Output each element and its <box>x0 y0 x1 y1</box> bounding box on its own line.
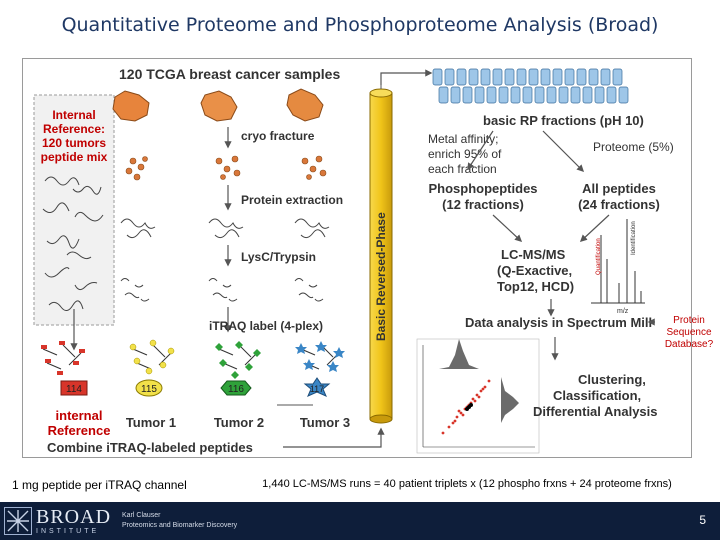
caption-right: 1,440 LC-MS/MS runs = 40 patient triplet… <box>262 478 672 490</box>
phosphopeptides-line1: Phosphopeptides <box>428 181 537 196</box>
tumor-samples-row <box>112 88 324 122</box>
ms-spectrum <box>591 219 645 304</box>
metal-affinity-line1: Metal affinity; <box>428 132 498 146</box>
presenter-name: Karl Clauser <box>122 512 161 519</box>
basic-rp-column <box>369 88 393 424</box>
peptide-pieces <box>120 278 324 302</box>
tumor2-label: Tumor 2 <box>214 415 264 430</box>
broad-logo-icon <box>4 507 32 535</box>
step-itraq-label: iTRAQ label (4-plex) <box>209 319 323 333</box>
logo-subtitle: INSTITUTE <box>36 528 100 535</box>
tag-116-shape <box>220 380 252 396</box>
lcmsms-line2: (Q-Exactive, <box>497 263 572 278</box>
workflow-diagram: 120 TCGA breast cancer samples Internal … <box>22 58 692 458</box>
tumor3-label: Tumor 3 <box>300 415 350 430</box>
analysis-plot <box>416 338 540 454</box>
tag-115: 115 <box>141 384 157 395</box>
caption-left: 1 mg peptide per iTRAQ channel <box>12 478 187 492</box>
fraction-tubes <box>432 68 629 104</box>
internal-reference-label-line1: internal <box>56 408 103 423</box>
internal-reference-label-line2: Reference <box>48 423 111 438</box>
all-peptides-line2: (24 fractions) <box>578 197 660 212</box>
fractured-pieces <box>125 155 327 181</box>
basic-rp-fractions: basic RP fractions (pH 10) <box>483 113 644 128</box>
metal-affinity-line3: each fraction <box>428 162 497 176</box>
lcmsms-line1: LC-MS/MS <box>501 247 566 262</box>
data-analysis-label: Data analysis in Spectrum Mill <box>465 315 652 330</box>
page-number: 5 <box>699 513 706 527</box>
internal-ref-line4: peptide mix <box>41 150 108 164</box>
peptide-mix-squiggles <box>42 176 104 311</box>
protein-squiggles <box>120 218 330 239</box>
clustering-line3: Differential Analysis <box>533 404 658 419</box>
step-protein-extraction: Protein extraction <box>241 193 343 207</box>
column-label: Basic Reversed-Phase <box>374 212 388 341</box>
tag-115-shape <box>135 379 163 397</box>
tag-114-shape <box>60 380 88 396</box>
clustering-line1: Clustering, <box>578 372 646 387</box>
metal-affinity-line2: enrich 95% of <box>428 147 502 161</box>
spectrum-axis-label: m/z <box>617 308 629 315</box>
itraq-tags: 114 115 116 117 <box>60 377 331 397</box>
protein-database-note: Protein Sequence Database? <box>658 315 720 351</box>
lcmsms-line3: Top12, HCD) <box>497 279 574 294</box>
step-cryo-fracture: cryo fracture <box>241 129 315 143</box>
presenter-group: Proteomics and Biomarker Discovery <box>122 522 238 529</box>
protein-db-line2: Sequence <box>666 327 712 338</box>
internal-ref-line3: 120 tumors <box>42 136 106 150</box>
protein-db-line3: Database? <box>664 339 714 350</box>
internal-reference-box <box>33 94 115 326</box>
tag-114: 114 <box>66 384 82 395</box>
spectrum-ident-label: Identification <box>631 221 637 255</box>
phosphopeptides-line2: (12 fractions) <box>442 197 524 212</box>
internal-ref-line1: Internal <box>52 108 95 122</box>
step-combine: Combine iTRAQ-labeled peptides <box>47 440 253 455</box>
spectrum-quant-label: Quantification <box>596 238 602 275</box>
tag-116: 116 <box>228 384 244 395</box>
internal-ref-line2: Reference: <box>43 122 105 136</box>
all-peptides-line1: All peptides <box>582 181 656 196</box>
protein-db-line1: Protein <box>673 315 705 326</box>
clustering-line2: Classification, <box>553 388 641 403</box>
page-title: Quantitative Proteome and Phosphoproteom… <box>61 14 659 36</box>
presenter-info: Karl Clauser Proteomics and Biomarker Di… <box>122 511 237 531</box>
tag-117: 117 <box>310 384 324 394</box>
footer-bar: BROAD INSTITUTE Karl Clauser Proteomics … <box>0 502 720 540</box>
step-lysc-trypsin: LysC/Trypsin <box>241 250 316 264</box>
labeled-peptide-clusters <box>41 339 345 379</box>
proteome-label: Proteome (5%) <box>593 140 674 154</box>
tumor1-label: Tumor 1 <box>126 415 176 430</box>
diagram-header: 120 TCGA breast cancer samples <box>119 66 340 82</box>
workflow-diagram-svg: 120 TCGA breast cancer samples Internal … <box>33 66 674 455</box>
tag-117-shape <box>303 377 331 397</box>
logo-wordmark: BROAD <box>36 506 112 528</box>
